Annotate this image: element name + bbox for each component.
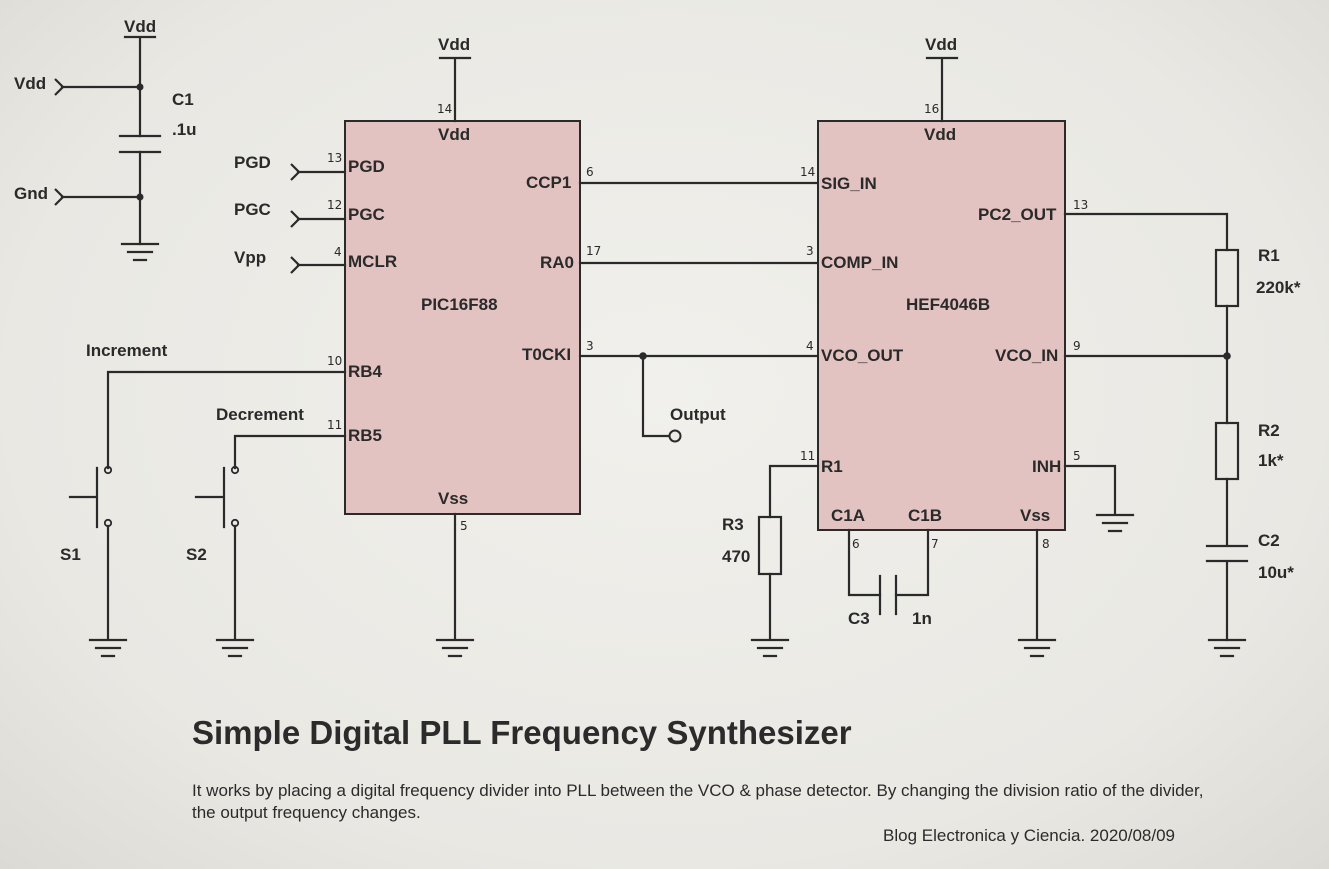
pll-vco-in-label: VCO_IN [995,346,1058,365]
pic-ra0-label: RA0 [540,253,574,272]
decrement-label: Decrement [216,405,304,424]
switch-s1: Increment S1 [60,341,347,658]
pll-pin-6: 6 [852,537,860,551]
pic-mclr-label: MCLR [348,252,397,271]
pll-pin-4: 4 [806,339,814,353]
pic-pgc-label: PGC [348,205,385,224]
pic-pin-13: 13 [327,151,342,165]
c1-value: .1u [172,120,197,139]
c1-decoupling: Vdd Vdd Gnd C1 .1u [14,17,197,262]
loop-filter: R1 220k* R2 1k* C2 10u* [1063,212,1301,658]
pll-pin-16: 16 [924,102,939,116]
s1-ref: S1 [60,545,81,564]
pic16f88-chip: PIC16F88 Vdd Vss Vdd 14 5 PGD PGC MCLR R… [234,35,601,658]
inh-ground [1063,464,1135,533]
switch-s2: Decrement S2 [186,405,347,658]
pll-vco-out-label: VCO_OUT [821,346,904,365]
pll-pin-3: 3 [806,244,814,258]
pll-vdd-label: Vdd [924,125,956,144]
c2-ref: C2 [1258,531,1280,550]
pll-pin-5: 5 [1073,449,1081,463]
c3-value: 1n [912,609,932,628]
pic-pin-4: 4 [334,245,342,259]
c1-ref: C1 [172,90,194,109]
pgd-connector-label: PGD [234,153,271,172]
vdd-connector-label: Vdd [14,74,46,93]
r1-value: 220k* [1256,278,1301,297]
c2-value: 10u* [1258,563,1294,582]
pll-comp-in-label: COMP_IN [821,253,898,272]
pll-pin-13: 13 [1073,198,1088,212]
pll-c1a-label: C1A [831,506,865,525]
pll-pin-8: 8 [1042,537,1050,551]
pll-vss-label: Vss [1020,506,1050,525]
pic-pgd-label: PGD [348,157,385,176]
pll-pc2-out-label: PC2_OUT [978,205,1057,224]
r2-value: 1k* [1258,451,1284,470]
pic-ccp1-label: CCP1 [526,173,571,192]
pic-vss-label: Vss [438,489,468,508]
pic-pin-17: 17 [586,244,601,258]
pll-ground [1017,528,1057,658]
pic-pin-5: 5 [460,519,468,533]
r2-ref: R2 [1258,421,1280,440]
pll-sig-in-label: SIG_IN [821,174,877,193]
capacitor-c3: C3 1n [847,528,932,628]
pic-pin-3: 3 [586,339,594,353]
c1-vdd-label: Vdd [124,17,156,36]
pll-name: HEF4046B [906,295,990,314]
pll-pin-9: 9 [1073,339,1081,353]
pic-pin-10: 10 [327,354,342,368]
pic-rb5-label: RB5 [348,426,382,445]
pic-pin-11: 11 [327,418,342,432]
pgc-connector-label: PGC [234,200,271,219]
interconnect-wires: Output [578,181,820,443]
pll-r1-label: R1 [821,457,843,476]
r3-ref: R3 [722,515,744,534]
pll-c1b-label: C1B [908,506,942,525]
pic-vdd-label: Vdd [438,125,470,144]
c3-ref: C3 [848,609,870,628]
pic-pin-12: 12 [327,198,342,212]
description: It works by placing a digital frequency … [192,781,1204,822]
pic-t0cki-label: T0CKI [522,345,571,364]
pll-inh-label: INH [1032,457,1061,476]
increment-label: Increment [86,341,168,360]
hef4046b-chip: HEF4046B Vdd Vdd 16 SIG_IN COMP_IN VCO_O… [800,35,1088,551]
pic-supply-label: Vdd [438,35,470,54]
pll-pin-14: 14 [800,165,815,179]
pic-rb4-label: RB4 [348,362,383,381]
s2-ref: S2 [186,545,207,564]
pll-pin-7: 7 [931,537,939,551]
output-label: Output [670,405,726,424]
pic-name: PIC16F88 [421,295,498,314]
pll-pin-11: 11 [800,449,815,463]
vpp-connector-label: Vpp [234,248,266,267]
credit-line: Blog Electronica y Ciencia. 2020/08/09 [883,826,1176,845]
r3-value: 470 [722,547,750,566]
resistor-r3: R3 470 [722,464,820,658]
gnd-connector-label: Gnd [14,184,48,203]
page-title: Simple Digital PLL Frequency Synthesizer [192,714,852,751]
pic-pin-14: 14 [437,102,452,116]
r1-ref: R1 [1258,246,1280,265]
pic-pin-6: 6 [586,165,594,179]
pll-supply-label: Vdd [925,35,957,54]
